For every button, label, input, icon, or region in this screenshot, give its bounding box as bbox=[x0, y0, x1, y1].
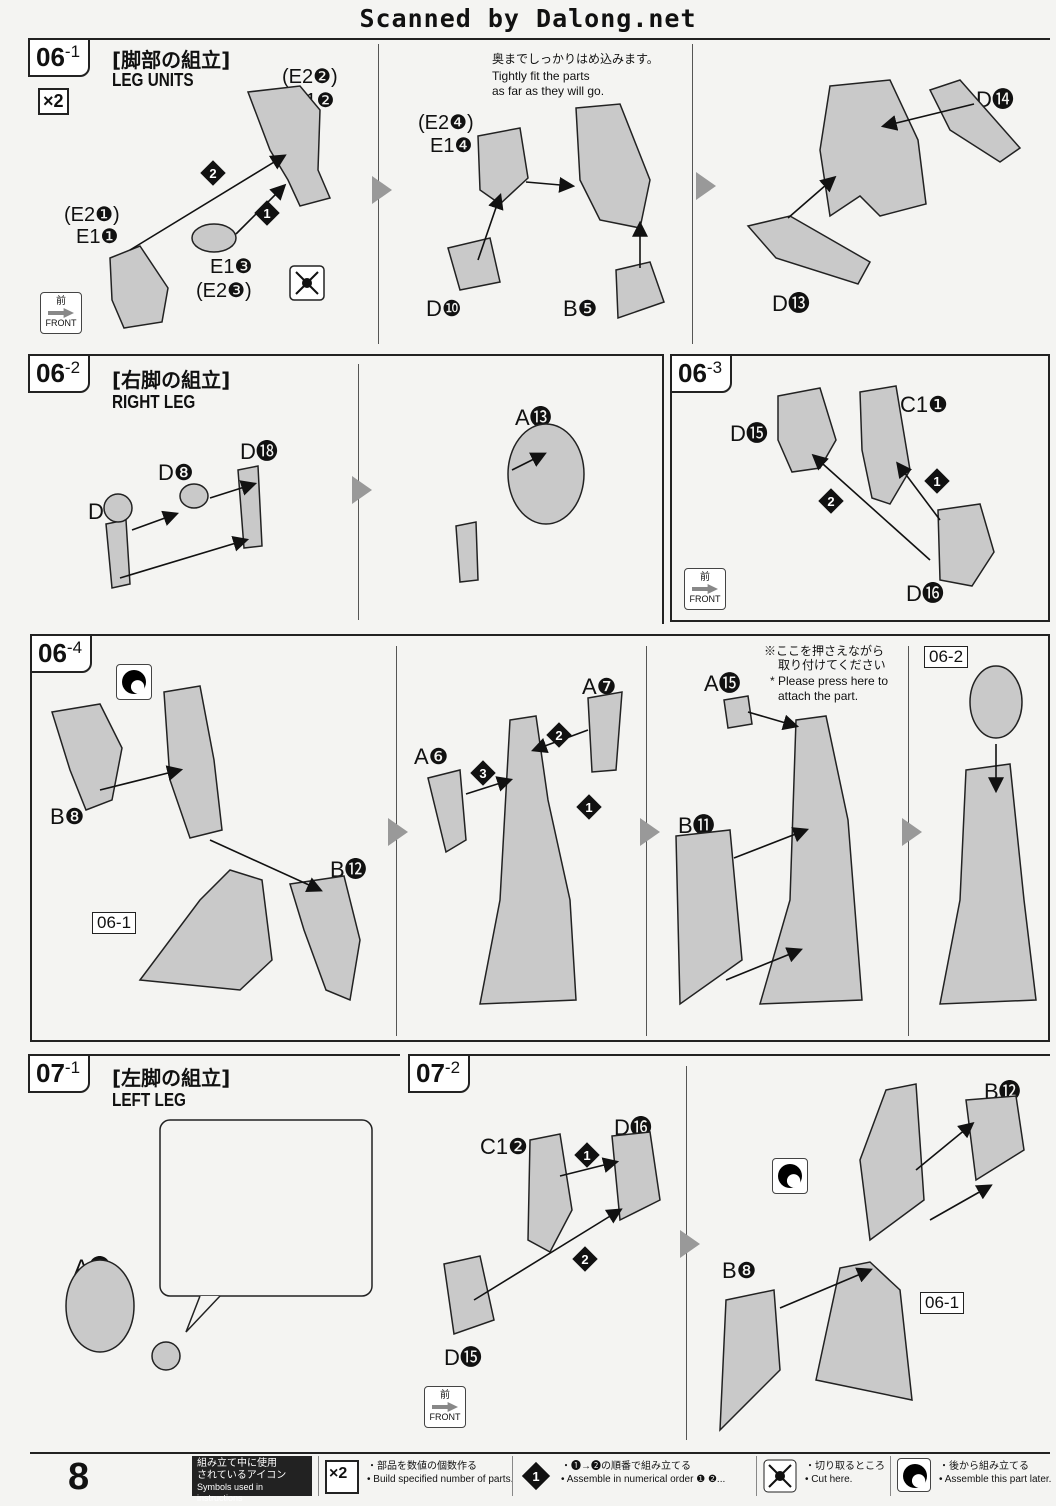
part-label: E1❹ bbox=[430, 135, 473, 157]
part-label: B⓬ bbox=[984, 1079, 1021, 1104]
panel-06-2: 06-2 bbox=[28, 354, 664, 624]
part-label: D❽ bbox=[158, 460, 194, 485]
part-label: E1❸ bbox=[210, 256, 253, 278]
part-label: (E2❷) bbox=[282, 66, 338, 88]
ref-tag-06-1: 06-1 bbox=[920, 1292, 965, 1314]
multiplier-x2-icon: ×2 bbox=[38, 88, 69, 115]
part-label: B⓬ bbox=[330, 857, 367, 882]
part-label: A⓯ bbox=[704, 671, 741, 696]
part-label: A⓭ bbox=[515, 405, 552, 430]
legend-header: 組み立て中に使用 されているアイコン Symbols used in instr… bbox=[192, 1456, 312, 1503]
title-en-06-1: LEG UNITS bbox=[112, 70, 194, 90]
legend-item-cut: ・切り取るところ• Cut here. bbox=[756, 1456, 886, 1496]
panel-06-4: 06-4 bbox=[30, 634, 1050, 1042]
step-badge-07-1: 07-1 bbox=[28, 1054, 91, 1093]
part-label: (E2❹) bbox=[418, 112, 474, 134]
title-en-07-1: LEFT LEG bbox=[112, 1090, 186, 1110]
ref-tag-06-2: 06-2 bbox=[924, 646, 969, 668]
part-label: A❼ bbox=[582, 674, 617, 699]
multiplier-x2-icon: ×2 bbox=[325, 1460, 359, 1494]
step-badge-06-2: 06-2 bbox=[28, 354, 91, 393]
next-step-arrow-icon bbox=[902, 818, 922, 846]
title-jp-06-2: [右脚の組立] bbox=[112, 368, 231, 392]
panel-06-3: 06-3 bbox=[670, 354, 1050, 622]
title-jp-07-1: [左脚の組立] bbox=[112, 1066, 231, 1090]
cut-here-icon bbox=[763, 1459, 797, 1493]
part-label: (E2❶) bbox=[64, 204, 120, 226]
svg-text:1: 1 bbox=[532, 1469, 539, 1484]
part-label: B⓫ bbox=[678, 813, 715, 838]
panel-06-1: 06-1 bbox=[28, 38, 1050, 348]
panel-07-1: 07-1 bbox=[28, 1054, 400, 1446]
legend-item-order: 1 ・❶→❷の順番で組み立てる• Assemble in numerical o… bbox=[512, 1456, 752, 1496]
legend-item-multiplier: ×2 ・部品を数値の個数作る• Build specified number o… bbox=[318, 1456, 513, 1496]
part-label: E1❶ bbox=[76, 226, 119, 248]
next-step-arrow-icon bbox=[640, 818, 660, 846]
press-note-en: attach the part. bbox=[778, 689, 859, 703]
press-note-en: * Please press here to bbox=[770, 674, 889, 688]
assemble-later-icon bbox=[116, 664, 152, 700]
assemble-later-icon bbox=[772, 1158, 808, 1194]
part-label: B❺ bbox=[563, 296, 598, 321]
fit-note-en: as far as they will go. bbox=[492, 84, 605, 98]
part-label: D⓰ bbox=[614, 1115, 652, 1140]
part-label: D❿ bbox=[426, 296, 462, 321]
legend-item-later: ・後から組み立てる• Assemble this part later. bbox=[890, 1456, 1051, 1496]
panel-07-2: 07-2 bbox=[408, 1054, 1050, 1446]
divider bbox=[692, 44, 693, 344]
part-label: D⓱ bbox=[88, 499, 126, 524]
part-label: D⓲ bbox=[324, 1191, 362, 1216]
part-label: D⓮ bbox=[976, 87, 1014, 112]
assemble-later-icon bbox=[897, 1458, 931, 1492]
part-label: C1❶ bbox=[900, 392, 948, 417]
part-label: C1❷ bbox=[480, 1134, 528, 1159]
next-step-arrow-icon bbox=[388, 818, 408, 846]
press-note-jp: 取り付けてください bbox=[778, 658, 886, 672]
part-label: E1❷ bbox=[292, 90, 335, 112]
step-badge-06-3: 06-3 bbox=[670, 354, 733, 393]
fit-note-en: Tightly fit the parts bbox=[492, 69, 590, 83]
page-number: 8 bbox=[68, 1456, 90, 1498]
next-step-arrow-icon bbox=[696, 172, 716, 200]
step-badge-06-4: 06-4 bbox=[30, 634, 93, 673]
title-jp-06-1: [脚部の組立] bbox=[112, 48, 231, 72]
scan-watermark: Scanned by Dalong.net bbox=[359, 4, 697, 33]
step-badge-06-1: 06-1 bbox=[28, 38, 91, 77]
part-label: D⓯ bbox=[444, 1345, 482, 1370]
part-label: A⓬ bbox=[74, 1255, 111, 1280]
part-label: D⓰ bbox=[906, 581, 944, 606]
fit-note-jp: 奥までしっかりはめ込みます。 bbox=[492, 52, 659, 66]
part-label: (E2❸) bbox=[196, 280, 252, 302]
next-step-arrow-icon bbox=[352, 476, 372, 504]
part-label: D⓭ bbox=[772, 291, 810, 316]
part-label: D⓯ bbox=[730, 421, 768, 446]
part-label: D❽ bbox=[250, 1148, 286, 1173]
step-badge-07-2: 07-2 bbox=[408, 1054, 471, 1093]
part-label: D⓱ bbox=[180, 1133, 218, 1158]
step-order-marker-icon: 1 bbox=[521, 1461, 551, 1491]
press-note-jp: ※ここを押さえながら bbox=[764, 644, 885, 658]
part-label: B❽ bbox=[722, 1258, 757, 1283]
part-label: B❽ bbox=[50, 804, 85, 829]
legend-footer bbox=[30, 1452, 1050, 1498]
ref-tag-06-1: 06-1 bbox=[92, 912, 137, 934]
next-step-arrow-icon bbox=[372, 176, 392, 204]
title-en-06-2: RIGHT LEG bbox=[112, 392, 196, 412]
part-label: D⓲ bbox=[240, 439, 278, 464]
part-label: A❻ bbox=[414, 744, 449, 769]
next-step-arrow-icon bbox=[680, 1230, 700, 1258]
